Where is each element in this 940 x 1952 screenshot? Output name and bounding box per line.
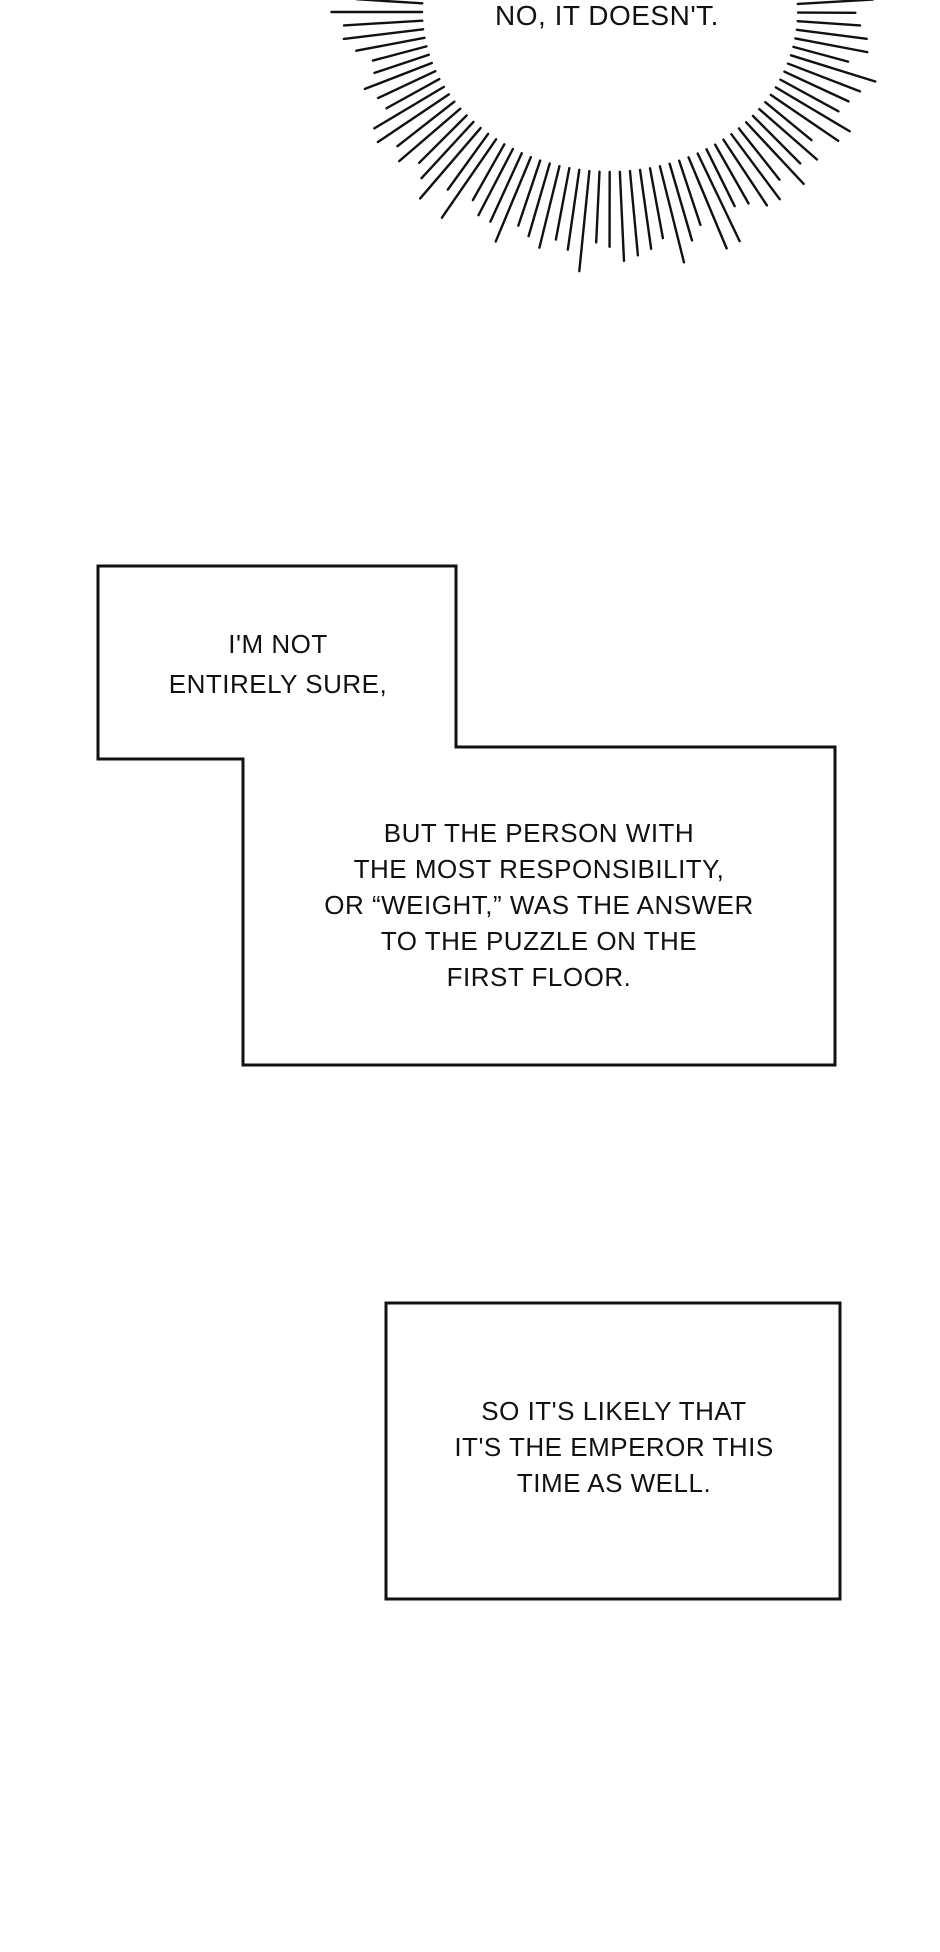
burst-line xyxy=(658,165,686,264)
burst-line xyxy=(774,86,851,133)
caption-line: FIRST FLOOR. xyxy=(446,962,632,992)
burst-line xyxy=(446,132,490,191)
burst-line xyxy=(385,77,441,110)
caption-line: ENTIRELY SURE, xyxy=(168,669,388,699)
caption-line: BUT THE PERSON WITH xyxy=(383,818,695,848)
burst-line xyxy=(618,170,626,263)
burst-line xyxy=(789,54,877,83)
caption-3-text: SO IT'S LIKELY THAT IT'S THE EMPEROR THI… xyxy=(454,1393,773,1501)
burst-line xyxy=(355,0,424,5)
burst-line xyxy=(396,100,456,148)
caption-1-text: I'M NOT ENTIRELY SURE, xyxy=(169,626,387,702)
burst-line xyxy=(566,168,581,251)
burst-text: NO, IT DOESN'T. xyxy=(495,0,719,31)
burst-line xyxy=(783,70,850,103)
burst-lines xyxy=(330,0,877,273)
burst-line xyxy=(796,0,874,6)
burst-line xyxy=(705,148,736,208)
burst-line xyxy=(795,28,868,41)
burst-line xyxy=(489,152,523,223)
burst-line xyxy=(440,138,498,219)
burst-line xyxy=(398,107,462,163)
burst-line xyxy=(554,167,571,241)
caption-line: THE MOST RESPONSIBILITY, xyxy=(353,854,725,884)
burst-line xyxy=(722,138,769,207)
caption-line: TIME AS WELL. xyxy=(516,1468,712,1498)
burst-line xyxy=(792,45,850,63)
burst-line xyxy=(751,114,802,165)
burst-line xyxy=(538,164,561,249)
burst-line xyxy=(764,100,813,142)
burst-line xyxy=(786,62,862,93)
burst-line xyxy=(363,61,434,91)
burst-line xyxy=(678,159,702,227)
burst-line xyxy=(796,20,862,27)
caption-line: IT'S THE EMPEROR THIS xyxy=(454,1432,774,1462)
burst-line xyxy=(494,155,533,243)
caption-line: OR “WEIGHT,” WAS THE ANSWER xyxy=(324,890,754,920)
burst-line xyxy=(517,159,542,227)
burst-line xyxy=(418,114,468,165)
burst-line xyxy=(696,152,741,243)
burst-line xyxy=(527,162,551,238)
burst-line xyxy=(713,143,750,205)
burst-line xyxy=(794,37,869,54)
burst-line xyxy=(744,121,805,186)
caption-box-combined xyxy=(96,564,837,1067)
burst-line xyxy=(355,36,426,52)
burst-line xyxy=(779,78,840,113)
burst-line xyxy=(342,19,424,27)
burst-line xyxy=(769,93,840,143)
caption-line: I'M NOT xyxy=(228,629,328,659)
caption-line: SO IT'S LIKELY THAT xyxy=(481,1396,747,1426)
burst-line xyxy=(687,156,728,250)
burst-line xyxy=(418,126,482,200)
caption-2-text: BUT THE PERSON WITH THE MOST RESPONSIBIL… xyxy=(324,815,754,995)
burst-line xyxy=(373,85,446,130)
burst-line xyxy=(578,169,591,273)
caption-line: TO THE PUZZLE ON THE xyxy=(380,926,698,956)
burst-line xyxy=(594,170,601,244)
burst-line xyxy=(376,93,451,144)
burst-line xyxy=(420,120,475,180)
burst-line xyxy=(730,133,781,201)
burst-line xyxy=(628,169,640,257)
burst-line xyxy=(648,167,665,240)
burst-line xyxy=(477,147,515,217)
burst-line xyxy=(371,45,428,62)
burst-line xyxy=(668,162,694,242)
caption-box-3 xyxy=(384,1301,842,1601)
burst-line xyxy=(638,168,653,251)
burst-line xyxy=(471,143,506,202)
burst-line xyxy=(376,69,437,100)
burst-line xyxy=(373,53,431,75)
burst-line xyxy=(342,28,425,41)
burst-line xyxy=(758,107,819,161)
burst-line xyxy=(737,127,781,181)
